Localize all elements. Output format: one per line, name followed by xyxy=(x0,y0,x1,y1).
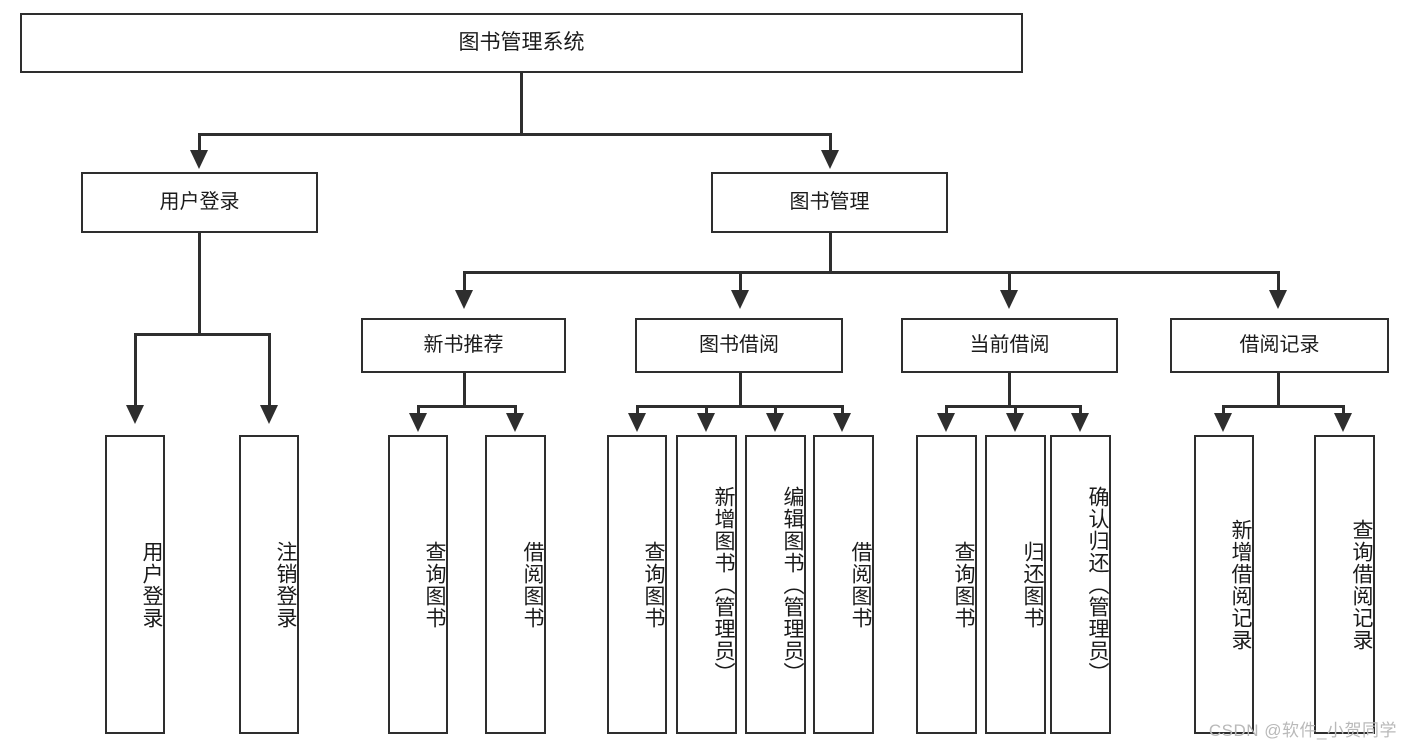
connector-drop-leaf-return-book xyxy=(1014,405,1017,420)
connector-drop-new-book-recommend xyxy=(463,271,466,298)
node-new-book-recommend[interactable]: 新书推荐 xyxy=(361,318,566,373)
connector-drop-leaf-borrow-book-2 xyxy=(841,405,844,420)
connector-current-borrow-bus xyxy=(945,405,1081,408)
node-root-book-management-system[interactable]: 图书管理系统 xyxy=(20,13,1023,73)
connector-drop-leaf-query-book-1 xyxy=(417,405,420,420)
connector-drop-leaf-query-book-3 xyxy=(945,405,948,420)
connector-level3-bus xyxy=(463,271,1280,274)
connector-drop-leaf-add-book xyxy=(705,405,708,420)
arrow-down-icon xyxy=(190,150,208,169)
arrow-down-icon xyxy=(409,413,427,432)
node-label: 注销登录 xyxy=(274,540,297,629)
node-user-login[interactable]: 用户登录 xyxy=(81,172,318,233)
node-label: 借阅图书 xyxy=(521,540,544,629)
node-label: 查询图书 xyxy=(423,540,446,629)
arrow-down-icon xyxy=(455,290,473,309)
node-label: 查询图书 xyxy=(952,540,975,629)
arrow-down-icon xyxy=(821,150,839,169)
node-label: 图书管理系统 xyxy=(458,30,585,54)
node-leaf-return-book[interactable]: 归还图书 xyxy=(985,435,1046,734)
connector-drop-current-borrow xyxy=(1008,271,1011,298)
connector-borrow-record-stem xyxy=(1277,373,1280,408)
node-leaf-confirm-return[interactable]: 确认归还（管理员） xyxy=(1050,435,1111,734)
node-leaf-user-login[interactable]: 用户登录 xyxy=(105,435,165,734)
arrow-down-icon xyxy=(506,413,524,432)
arrow-down-icon xyxy=(260,405,278,424)
node-current-borrow[interactable]: 当前借阅 xyxy=(901,318,1118,373)
node-book-borrow[interactable]: 图书借阅 xyxy=(635,318,843,373)
node-leaf-query-borrow-record[interactable]: 查询借阅记录 xyxy=(1314,435,1375,734)
connector-drop-leaf-borrow-book-1 xyxy=(514,405,517,420)
node-label: 借阅记录 xyxy=(1239,333,1320,356)
arrow-down-icon xyxy=(731,290,749,309)
node-label: 用户登录 xyxy=(140,540,163,629)
node-label: 新书推荐 xyxy=(423,333,504,356)
connector-book-management-stem xyxy=(829,233,832,273)
node-leaf-query-book-1[interactable]: 查询图书 xyxy=(388,435,448,734)
connector-new-book-recommend-bus xyxy=(417,405,517,408)
node-label: 新增借阅记录 xyxy=(1229,518,1252,651)
connector-user-login-bus xyxy=(134,333,271,336)
arrow-down-icon xyxy=(937,413,955,432)
connector-drop-leaf-edit-book xyxy=(774,405,777,420)
connector-root-stem xyxy=(520,73,523,135)
node-book-management[interactable]: 图书管理 xyxy=(711,172,948,233)
connector-drop-book-borrow xyxy=(739,271,742,298)
connector-drop-leaf-add-borrow-record xyxy=(1222,405,1225,420)
arrow-down-icon xyxy=(1000,290,1018,309)
arrow-down-icon xyxy=(126,405,144,424)
connector-drop-leaf-query-borrow-record xyxy=(1342,405,1345,420)
node-leaf-query-book-2[interactable]: 查询图书 xyxy=(607,435,667,734)
node-label: 确认归还（管理员） xyxy=(1086,485,1109,684)
node-label: 当前借阅 xyxy=(969,333,1050,356)
node-label: 借阅图书 xyxy=(849,540,872,629)
connector-drop-leaf-user-login xyxy=(134,333,137,413)
connector-book-borrow-bus xyxy=(636,405,843,408)
connector-new-book-recommend-stem xyxy=(463,373,466,408)
node-label: 查询借阅记录 xyxy=(1350,518,1373,651)
arrow-down-icon xyxy=(766,413,784,432)
node-label: 查询图书 xyxy=(642,540,665,629)
connector-drop-leaf-query-book-2 xyxy=(636,405,639,420)
node-leaf-borrow-book-1[interactable]: 借阅图书 xyxy=(485,435,546,734)
node-label: 用户登录 xyxy=(159,190,240,213)
arrow-down-icon xyxy=(1334,413,1352,432)
csdn-watermark: CSDN @软件_小贺同学 xyxy=(1208,721,1397,740)
node-label: 归还图书 xyxy=(1021,540,1044,629)
connector-drop-leaf-logout-login xyxy=(268,333,271,413)
arrow-down-icon xyxy=(1269,290,1287,309)
node-leaf-edit-book[interactable]: 编辑图书（管理员） xyxy=(745,435,806,734)
arrow-down-icon xyxy=(697,413,715,432)
connector-drop-leaf-confirm-return xyxy=(1079,405,1082,420)
node-label: 图书借阅 xyxy=(699,333,779,356)
connector-level2-bus xyxy=(198,133,832,136)
connector-borrow-record-bus xyxy=(1222,405,1345,408)
connector-drop-borrow-record xyxy=(1277,271,1280,298)
node-label: 图书管理 xyxy=(789,190,870,213)
node-leaf-add-borrow-record[interactable]: 新增借阅记录 xyxy=(1194,435,1254,734)
arrow-down-icon xyxy=(833,413,851,432)
arrow-down-icon xyxy=(1214,413,1232,432)
node-borrow-record[interactable]: 借阅记录 xyxy=(1170,318,1389,373)
connector-drop-user-login xyxy=(198,133,201,158)
node-leaf-query-book-3[interactable]: 查询图书 xyxy=(916,435,977,734)
connector-drop-book-management xyxy=(829,133,832,158)
connector-user-login-stem xyxy=(198,233,201,335)
arrow-down-icon xyxy=(628,413,646,432)
node-leaf-logout-login[interactable]: 注销登录 xyxy=(239,435,299,734)
node-label: 编辑图书（管理员） xyxy=(781,485,804,684)
node-leaf-add-book[interactable]: 新增图书（管理员） xyxy=(676,435,737,734)
arrow-down-icon xyxy=(1006,413,1024,432)
node-label: 新增图书（管理员） xyxy=(712,485,735,684)
node-leaf-borrow-book-2[interactable]: 借阅图书 xyxy=(813,435,874,734)
arrow-down-icon xyxy=(1071,413,1089,432)
connector-book-borrow-stem xyxy=(739,373,742,408)
connector-current-borrow-stem xyxy=(1008,373,1011,408)
